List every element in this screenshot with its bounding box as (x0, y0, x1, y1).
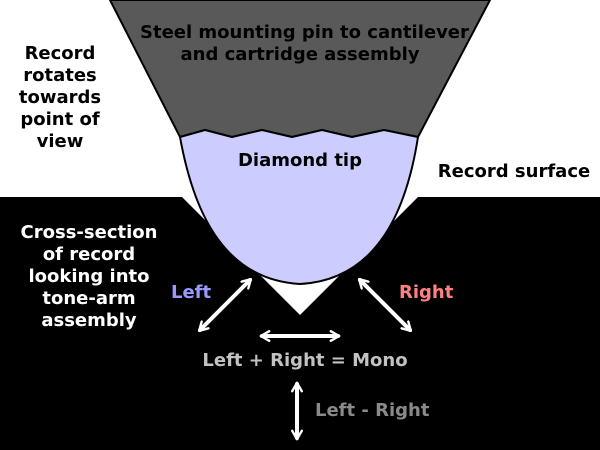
pin-label-line-1: Steel mounting pin to cantilever (140, 22, 469, 43)
steel-mounting-pin (109, 0, 491, 138)
cross-section-label-line-2: of record (42, 244, 136, 265)
cross-section-label-line-5: assembly (41, 310, 137, 331)
rotation-label-line-5: view (36, 131, 84, 152)
mono-label: Left + Right = Mono (202, 350, 408, 371)
right-channel-label: Right (399, 282, 454, 303)
rotation-label-line-3: towards (18, 87, 102, 108)
rotation-label-line-4: point of (20, 109, 100, 130)
rotation-label-line-2: rotates (23, 65, 97, 86)
difference-label: Left - Right (315, 400, 430, 421)
cross-section-label: Cross-section of record looking into ton… (14, 222, 164, 332)
left-channel-label: Left (171, 282, 212, 303)
diamond-tip (179, 129, 419, 285)
diamond-tip-label: Diamond tip (237, 150, 362, 171)
cross-section-label-line-3: looking into (28, 266, 150, 287)
cross-section-label-line-1: Cross-section (20, 222, 158, 243)
cross-section-label-line-4: tone-arm (42, 288, 136, 309)
record-cross-section (0, 197, 600, 450)
left-channel-arrow (197, 277, 253, 333)
rotation-label: Record rotates towards point of view (10, 43, 110, 153)
right-channel-arrow (357, 277, 413, 333)
pin-label-line-2: and cartridge assembly (180, 44, 420, 65)
rotation-label-line-1: Record (24, 43, 96, 64)
record-surface-label: Record surface (437, 161, 591, 182)
pin-label: Steel mounting pin to cantilever and car… (140, 22, 469, 66)
